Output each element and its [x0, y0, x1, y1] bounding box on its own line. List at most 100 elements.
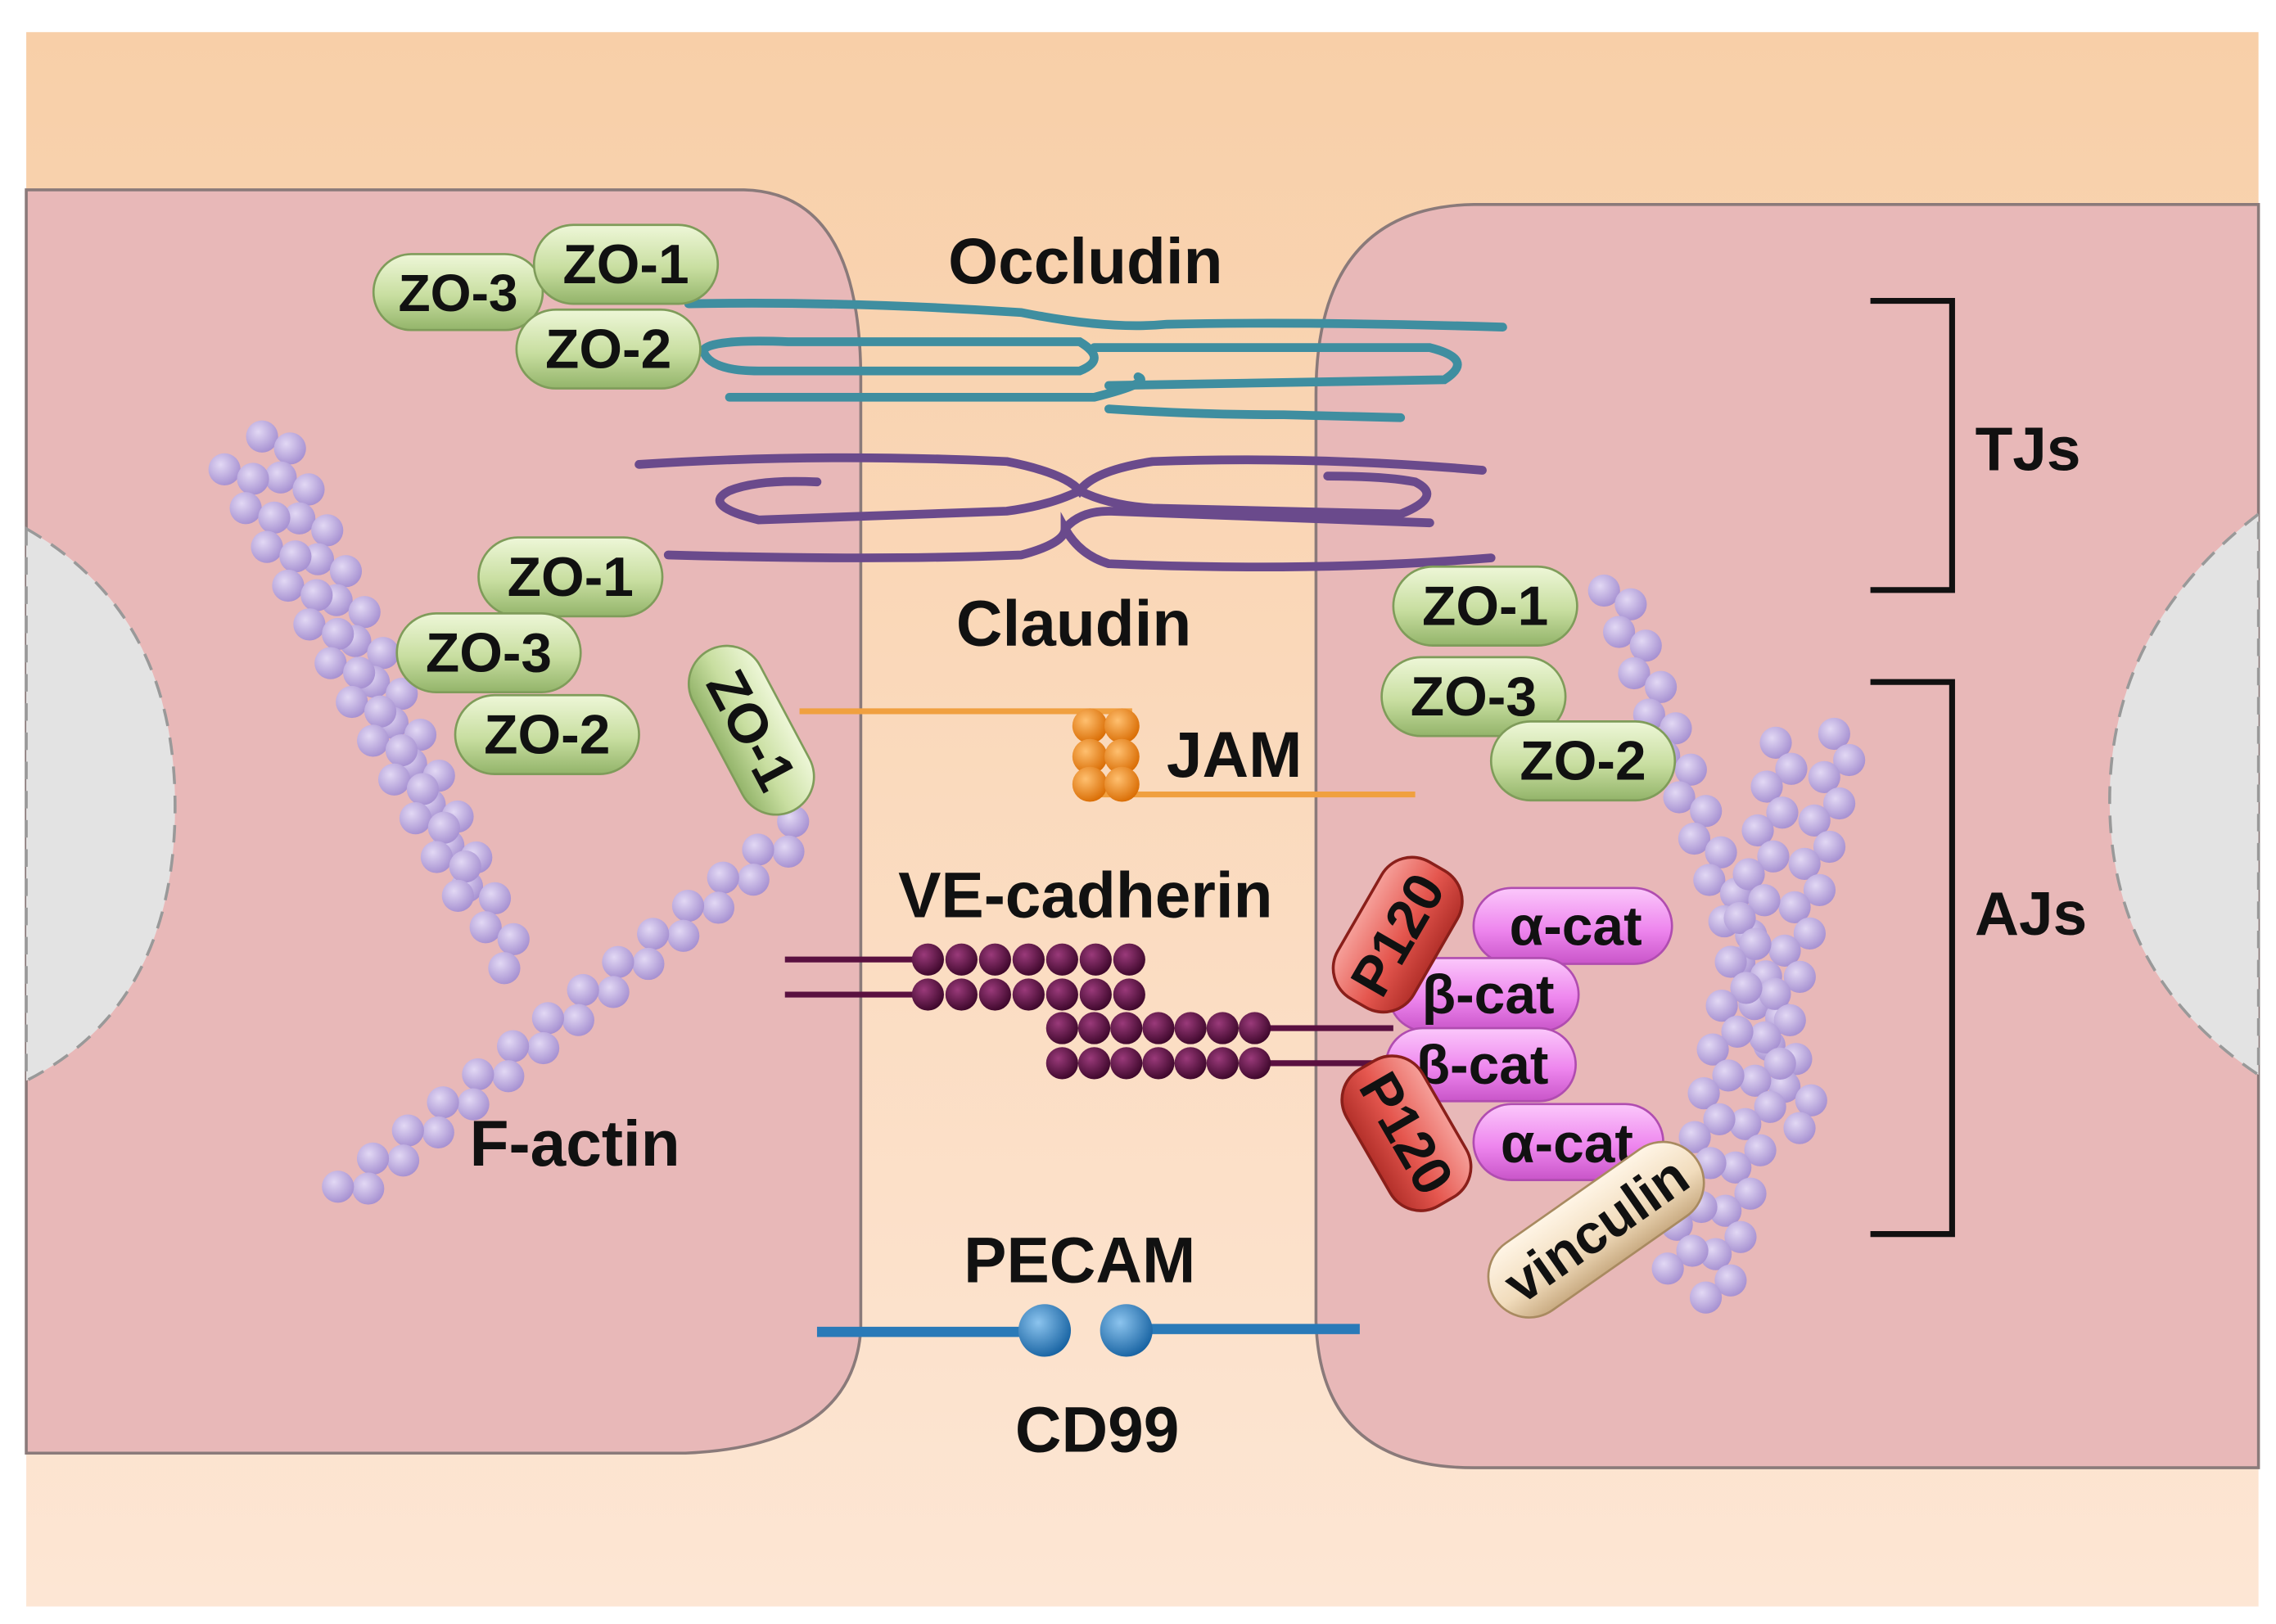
zo1-pill-right: ZO-1: [1392, 565, 1578, 647]
actin-bead: [707, 861, 739, 894]
actin-bead: [292, 473, 325, 506]
actin-bead: [343, 656, 376, 689]
actin-bead: [702, 891, 735, 924]
actin-bead: [273, 432, 306, 465]
actin-bead: [478, 882, 512, 915]
claudin-label: Claudin: [956, 588, 1191, 660]
actin-bead: [1730, 972, 1763, 1004]
cadherin-beads: [911, 943, 1271, 1080]
actin-bead: [457, 1088, 490, 1121]
actin-bead: [1773, 1004, 1806, 1036]
actin-bead: [1778, 891, 1811, 923]
cadherin-bead: [1110, 1012, 1143, 1044]
jam-bead: [1072, 766, 1108, 802]
actin-bead: [293, 608, 326, 641]
alpha-cat-pill-bottom: α-cat: [1472, 1103, 1664, 1181]
actin-bead: [497, 1030, 530, 1062]
jam-bead: [1104, 708, 1140, 744]
actin-bead: [322, 617, 354, 651]
actin-bead: [229, 492, 262, 525]
occludin-strand: [1090, 343, 1462, 390]
zo2-pill-left-mid: ZO-2: [454, 693, 640, 775]
actin-bead: [329, 555, 363, 588]
occludin-strand: [684, 299, 1507, 332]
actin-bead: [1739, 1064, 1772, 1097]
actin-bead: [462, 1058, 494, 1091]
actin-bead: [386, 1144, 420, 1177]
ajs-bracket: [1870, 679, 1955, 1238]
actin-bead: [737, 863, 770, 896]
tjs-bracket: [1870, 297, 1955, 593]
actin-bead: [322, 1171, 354, 1203]
actin-bead: [1750, 770, 1783, 803]
actin-bead: [1651, 1252, 1684, 1285]
actin-bead: [377, 763, 411, 796]
actin-bead: [1719, 1151, 1752, 1184]
actin-bead: [1693, 864, 1726, 896]
actin-bead: [427, 811, 460, 844]
zo1-pill-left-mid: ZO-1: [477, 536, 664, 618]
zo3-label: ZO-3: [426, 623, 552, 684]
actin-bead: [492, 1060, 525, 1093]
actin-bead: [1714, 945, 1747, 978]
actin-bead: [357, 724, 390, 757]
right-nucleus: [2108, 511, 2260, 1078]
actin-bead: [449, 850, 481, 883]
alpha-cat-label: α-cat: [1510, 895, 1642, 957]
actin-bead: [1678, 822, 1711, 855]
f-actin-filaments: [208, 420, 1866, 1314]
actin-bead: [632, 947, 665, 981]
cadherin-bead: [1077, 1012, 1111, 1044]
zo3-pill-right: ZO-3: [1380, 656, 1567, 738]
zo3-label: ZO-3: [1411, 666, 1537, 728]
zo1-pill-left-top: ZO-1: [532, 223, 720, 305]
actin-bead: [1602, 616, 1636, 648]
actin-bead: [336, 685, 368, 719]
actin-bead: [469, 911, 502, 944]
actin-bead: [258, 501, 291, 535]
actin-bead: [1690, 795, 1723, 828]
actin-bead: [1759, 726, 1792, 760]
actin-bead: [1705, 989, 1738, 1022]
actin-bead: [637, 918, 670, 950]
beta-cat-label: β-cat: [1416, 1035, 1549, 1096]
cadherin-bead: [1079, 978, 1112, 1011]
actin-bead: [272, 569, 305, 602]
f-actin-label: F-actin: [470, 1107, 680, 1180]
occludin-label: Occludin: [948, 225, 1222, 297]
actin-bead: [1724, 1220, 1757, 1253]
actin-bead: [1754, 1090, 1786, 1123]
actin-bead: [367, 637, 400, 670]
actin-bead: [531, 1002, 564, 1035]
actin-bead: [391, 1114, 424, 1147]
claudin-strands: [634, 453, 1496, 572]
actin-bead: [1788, 847, 1821, 881]
actin-bead: [1833, 743, 1866, 777]
cadherin-bead: [1174, 1012, 1207, 1044]
actin-bead: [1818, 717, 1850, 751]
actin-bead: [279, 540, 312, 573]
cadherin-bead: [1238, 1012, 1271, 1044]
pecam-complex: [816, 1304, 1360, 1357]
actin-bead: [1723, 901, 1756, 935]
actin-bead: [1808, 760, 1840, 794]
actin-bead: [772, 835, 805, 868]
actin-bead: [1757, 840, 1790, 873]
actin-bead: [562, 1004, 594, 1036]
cadherin-bead: [978, 978, 1011, 1011]
actin-bead: [1783, 960, 1816, 993]
cadherin-bead: [1238, 1047, 1271, 1080]
actin-bead: [399, 801, 432, 835]
actin-bead: [406, 773, 439, 805]
zo2-pill-right: ZO-2: [1489, 720, 1677, 802]
actin-bead: [1644, 670, 1678, 703]
jam-complex: [799, 708, 1416, 802]
cd99-label: CD99: [1015, 1393, 1179, 1465]
cadherin-bead: [1012, 978, 1045, 1011]
actin-bead: [264, 461, 297, 494]
cadherin-bead: [1206, 1012, 1239, 1044]
actin-bead: [300, 579, 333, 611]
actin-bead: [1822, 787, 1856, 820]
actin-bead: [1813, 830, 1846, 864]
actin-bead: [1721, 1015, 1754, 1048]
